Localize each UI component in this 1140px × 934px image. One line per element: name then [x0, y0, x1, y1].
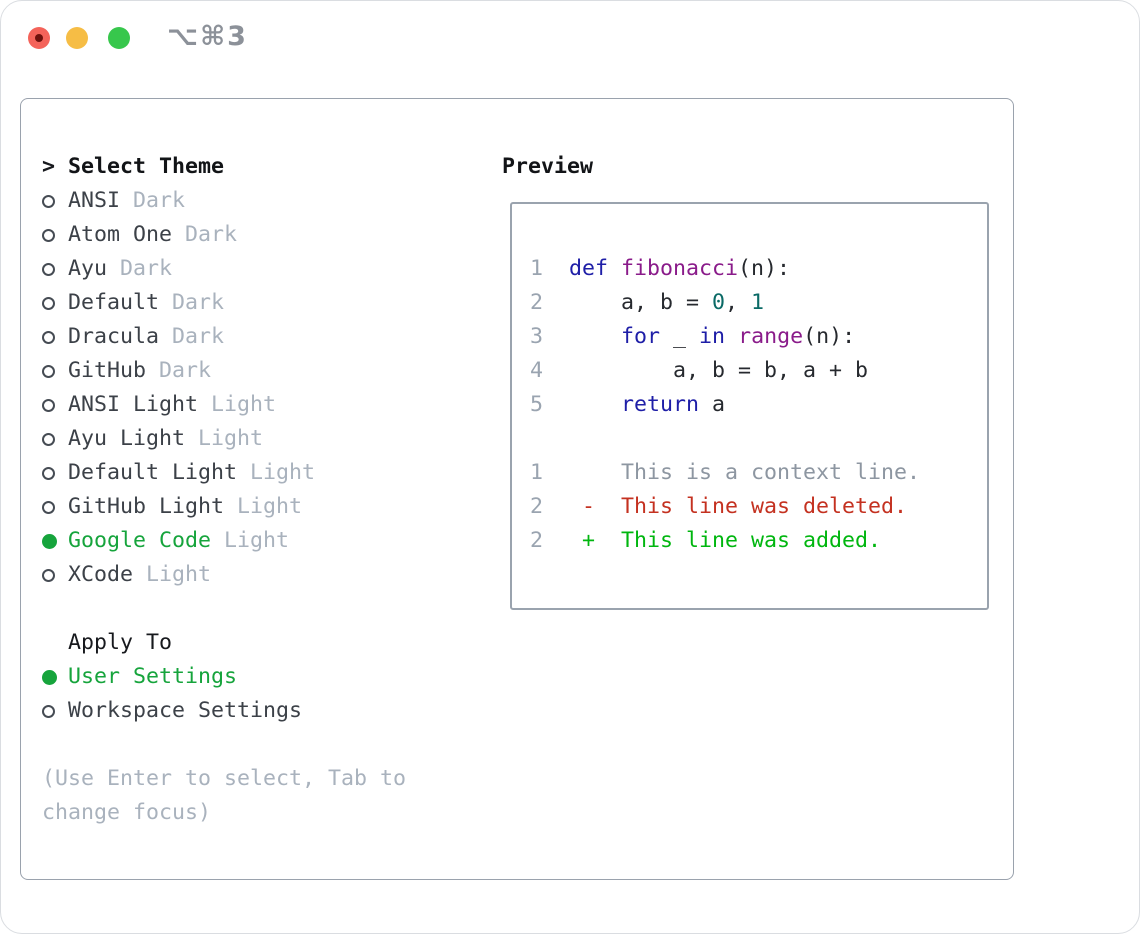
minimize-button-icon[interactable]: [66, 27, 88, 49]
theme-option-dracula-dark[interactable]: Dracula Dark: [42, 320, 406, 354]
code-line: 2 a, b = 0, 1: [530, 290, 765, 315]
theme-list-title-row: > Select Theme: [42, 150, 406, 184]
apply-option-workspace-settings[interactable]: Workspace Settings: [42, 694, 406, 728]
radio-selected-icon: [42, 669, 68, 685]
radio-unselected-icon: [42, 568, 68, 582]
radio-unselected-icon: [42, 228, 68, 242]
theme-option-xcode-light[interactable]: XCode Light: [42, 558, 406, 592]
keyboard-hint-line-2: change focus): [42, 800, 212, 825]
radio-unselected-icon: [42, 500, 68, 514]
theme-list: > Select Theme ANSI Dark Atom One Dark A…: [42, 150, 406, 830]
radio-unselected-icon: [42, 432, 68, 446]
close-button-icon[interactable]: [28, 27, 50, 49]
zoom-button-icon[interactable]: [108, 27, 130, 49]
keyboard-hint-line-1: (Use Enter to select, Tab to: [42, 766, 407, 791]
apply-to-title-row: Apply To: [42, 626, 406, 660]
theme-option-github-dark[interactable]: GitHub Dark: [42, 354, 406, 388]
theme-option-ayu-dark[interactable]: Ayu Dark: [42, 252, 406, 286]
caret-icon: >: [42, 154, 56, 179]
radio-unselected-icon: [42, 194, 68, 208]
radio-unselected-icon: [42, 364, 68, 378]
radio-unselected-icon: [42, 466, 68, 480]
code-line: 5 return a: [530, 392, 726, 417]
keyboard-shortcut-label: ⌥⌘3: [167, 21, 248, 52]
theme-option-ayu-light[interactable]: Ayu Light Light: [42, 422, 406, 456]
theme-option-ansi-light[interactable]: ANSI Light Light: [42, 388, 406, 422]
theme-picker-panel: > Select Theme ANSI Dark Atom One Dark A…: [20, 98, 1014, 880]
radio-unselected-icon: [42, 262, 68, 276]
theme-option-google-code-light-selected[interactable]: Google Code Light: [42, 524, 406, 558]
radio-unselected-icon: [42, 330, 68, 344]
apply-to-title: Apply To: [68, 630, 173, 655]
diff-deleted-line: 2 - This line was deleted.: [530, 494, 908, 519]
theme-option-default-dark[interactable]: Default Dark: [42, 286, 406, 320]
diff-added-line: 2 + This line was added.: [530, 528, 882, 553]
code-line: 3 for _ in range(n):: [530, 324, 856, 349]
theme-option-atom-one-dark[interactable]: Atom One Dark: [42, 218, 406, 252]
radio-unselected-icon: [42, 296, 68, 310]
theme-option-github-light[interactable]: GitHub Light Light: [42, 490, 406, 524]
code-line: 4 a, b = b, a + b: [530, 358, 869, 383]
radio-selected-icon: [42, 533, 68, 549]
theme-option-ansi-dark[interactable]: ANSI Dark: [42, 184, 406, 218]
theme-option-default-light[interactable]: Default Light Light: [42, 456, 406, 490]
blank-line: [530, 422, 987, 456]
radio-unselected-icon: [42, 398, 68, 412]
radio-unselected-icon: [42, 704, 68, 718]
preview-title: Preview: [502, 154, 594, 179]
apply-option-user-settings-selected[interactable]: User Settings: [42, 660, 406, 694]
diff-context-line: 1 This is a context line.: [530, 460, 921, 485]
theme-list-title: Select Theme: [68, 154, 225, 179]
